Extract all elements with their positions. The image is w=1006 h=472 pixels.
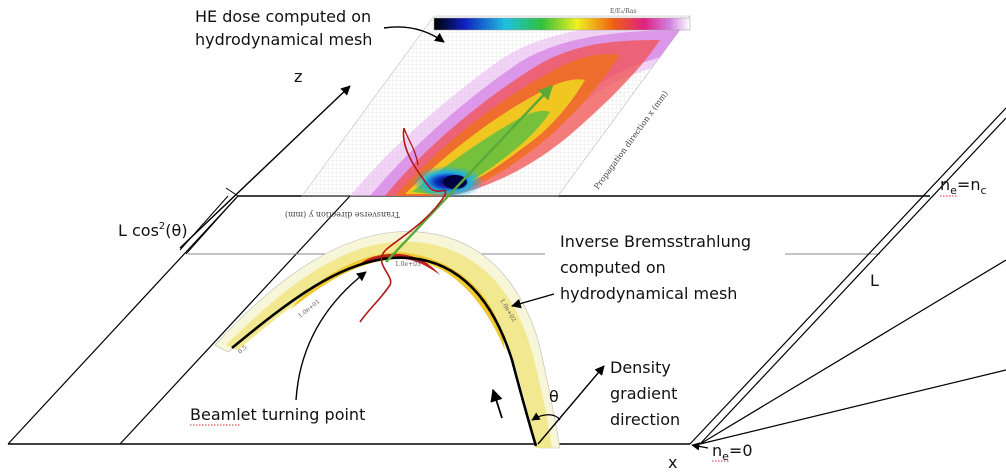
- ib-label-3: hydrodynamical mesh: [560, 284, 737, 303]
- z-axis: [179, 85, 351, 249]
- density-label-2: gradient: [610, 384, 677, 403]
- critical-density-label: ne=nc: [940, 175, 987, 197]
- l-cos-label: L cos2(θ): [118, 221, 188, 240]
- ib-pointer: [511, 293, 555, 309]
- theta-arc: [531, 412, 561, 421]
- colorbar-title: E/E₀/Ras: [610, 8, 637, 15]
- direction-arrow: [490, 388, 503, 419]
- density-gradient-arrow: [537, 365, 605, 445]
- zero-density-label: ne=0: [712, 441, 753, 463]
- l-label: L: [870, 271, 879, 290]
- ray-trajectory: [231, 256, 538, 447]
- theta-label: θ: [549, 387, 559, 406]
- beamlet-turning-label: Beamlet turning point: [190, 405, 365, 424]
- svg-text:0.5: 0.5: [237, 344, 249, 356]
- beam-profile-curve: [359, 127, 447, 323]
- beamlet-pointer: [295, 271, 367, 401]
- x-axis-label: x: [668, 453, 677, 472]
- colorbar: [433, 17, 691, 31]
- he-dose-label-2: hydrodynamical mesh: [195, 30, 372, 49]
- critical-density-planes: [689, 107, 1006, 445]
- he-dose-pointer: [383, 26, 445, 43]
- he-dose-label-1: HE dose computed on: [195, 7, 371, 26]
- transverse-axis-label: Transverse direction y (mm): [285, 210, 400, 219]
- density-label-3: direction: [610, 410, 680, 429]
- beamlet-arrow: [385, 84, 553, 263]
- ib-label-1: Inverse Bremsstrahlung: [560, 232, 751, 251]
- svg-text:1.0e+03: 1.0e+03: [395, 261, 421, 268]
- z-axis-label: z: [294, 67, 302, 86]
- density-label-1: Density: [610, 358, 671, 377]
- ib-label-2: computed on: [560, 258, 666, 277]
